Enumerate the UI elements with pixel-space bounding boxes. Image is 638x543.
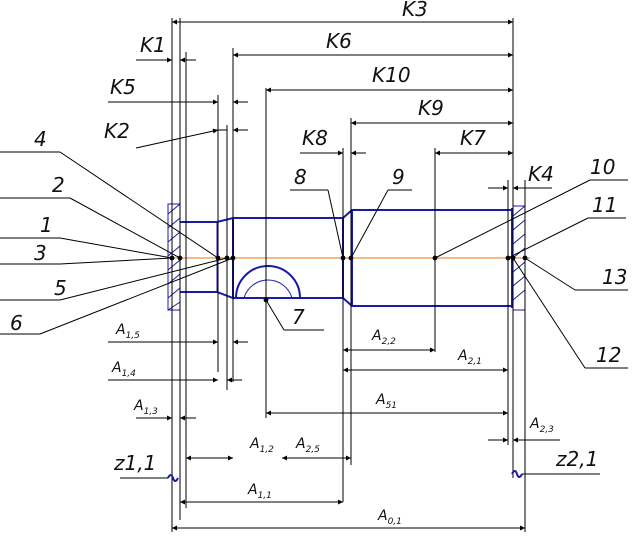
a12-label: A1,2 <box>249 436 274 455</box>
k10-label: K10 <box>372 63 411 87</box>
z11-label: z1,1 <box>113 451 156 475</box>
extension-lines <box>171 18 526 532</box>
a22-label: A2,2 <box>371 328 396 347</box>
k1-label: K1 <box>140 33 166 57</box>
surface-5: 5 <box>54 276 67 300</box>
a15-label: A1,5 <box>115 322 140 341</box>
surface-9: 9 <box>392 165 405 189</box>
a23-label: A2,3 <box>529 416 554 435</box>
surface-6: 6 <box>10 311 23 335</box>
k3-label: K3 <box>402 0 428 21</box>
k4-label: K4 <box>528 162 554 186</box>
a01-label: A0,1 <box>377 508 402 527</box>
surface-2: 2 <box>52 173 65 197</box>
bottom-dimension-lines <box>108 339 560 531</box>
surface-numbers: 4 2 1 3 5 6 7 8 9 10 11 13 12 <box>10 127 627 367</box>
surface-7: 7 <box>292 305 305 329</box>
k9-label: K9 <box>418 96 444 120</box>
surface-10: 10 <box>590 155 615 179</box>
a25-label: A2,5 <box>295 436 320 455</box>
k7-label: K7 <box>460 126 486 150</box>
k-labels: K3 K1 K6 K5 K10 K2 K9 K8 K7 K4 <box>104 0 554 186</box>
surface-4: 4 <box>34 127 47 151</box>
top-dimension-lines <box>108 19 552 191</box>
surface-3: 3 <box>34 241 47 265</box>
a13-label: A1,3 <box>133 398 158 417</box>
surface-8: 8 <box>294 165 307 189</box>
z21-label: z2,1 <box>555 447 598 471</box>
a11-label: A1,1 <box>247 482 272 501</box>
k8-label: K8 <box>302 126 328 150</box>
surface-12: 12 <box>596 343 621 367</box>
a21-label: A2,1 <box>457 348 482 367</box>
surface-leaders <box>0 151 628 369</box>
k6-label: K6 <box>326 29 352 53</box>
datum-marks <box>120 470 600 482</box>
surface-1: 1 <box>40 213 53 237</box>
k5-label: K5 <box>110 75 136 99</box>
surface-points <box>169 255 528 303</box>
a-labels: A1,5 A1,4 A1,3 A1,2 A2,5 A1,1 A2,2 A2,1 … <box>111 322 554 527</box>
a51-label: A51 <box>375 392 397 411</box>
surface-11: 11 <box>592 193 617 217</box>
k2-label: K2 <box>104 119 130 143</box>
a14-label: A1,4 <box>111 360 136 379</box>
surface-13: 13 <box>602 265 627 289</box>
